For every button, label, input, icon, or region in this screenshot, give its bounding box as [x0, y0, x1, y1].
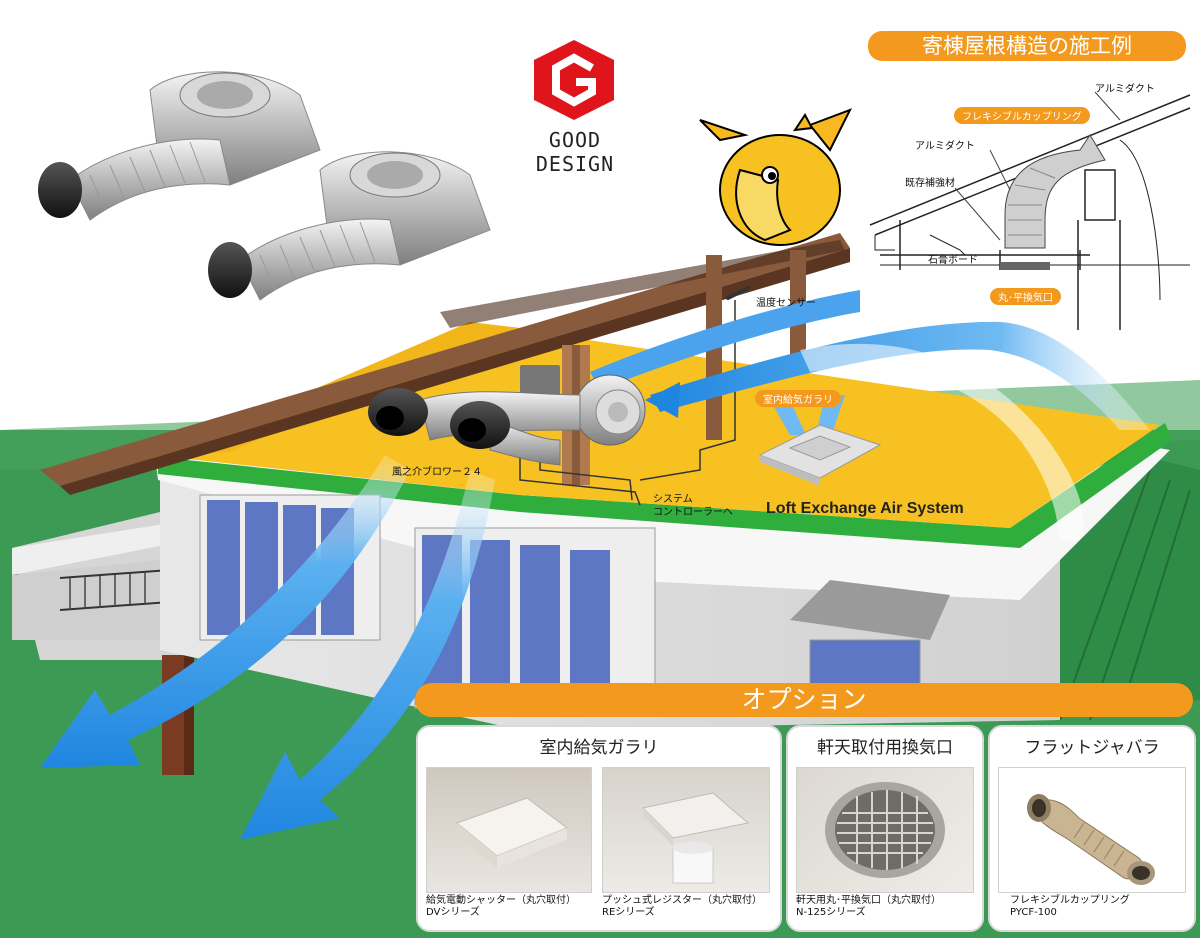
good-design-logo: GOOD DESIGN — [520, 128, 630, 176]
label-alumi-duct-top: アルミダクト — [1095, 84, 1155, 95]
caption-re-line-1: プッシュ式レジスター（丸穴取付） — [602, 895, 762, 906]
caption-re-line-2: REシリーズ — [602, 907, 655, 918]
option-card-flat-bellows: フラットジャバラ フレキシブルカップリング PYCF-100 — [988, 725, 1196, 932]
caption-dv-line-2: DVシリーズ — [426, 907, 480, 918]
label-vent-port: 丸･平換気口 — [990, 288, 1061, 305]
option-card-indoor-gallery: 室内給気ガラリ 給気電動シャッター（丸穴取付） DVシリーズ プッシュ式レジスタ… — [416, 725, 782, 932]
caption-pycf-line-2: PYCF-100 — [1010, 907, 1057, 918]
caption-dv: 給気電動シャッター（丸穴取付） DVシリーズ — [426, 895, 576, 919]
system-name: Loft Exchange Air System — [766, 500, 964, 517]
caption-dv-line-1: 給気電動シャッター（丸穴取付） — [426, 895, 576, 906]
logo-line-2: DESIGN — [535, 152, 615, 176]
header-title: 寄棟屋根構造の施工例 — [868, 31, 1186, 61]
label-existing-reinforcement: 既存補強材 — [905, 178, 955, 189]
label-system-line-2: コントローラーへ — [653, 507, 733, 518]
logo-line-1: GOOD — [548, 128, 602, 152]
option-card-eaves-vent: 軒天取付用換気口 軒天用丸･平換気口（丸穴取付） N-125シリーズ — [786, 725, 984, 932]
label-system-controller: システム コントローラーへ — [653, 493, 733, 519]
caption-pycf-line-1: フレキシブルカップリング — [1010, 895, 1130, 906]
product-photo-dv — [426, 767, 592, 893]
caption-n125: 軒天用丸･平換気口（丸穴取付） N-125シリーズ — [796, 895, 941, 919]
label-temp-sensor: 温度センサー — [756, 298, 816, 309]
product-photo-n125 — [796, 767, 974, 893]
label-alumi-duct-left: アルミダクト — [915, 141, 975, 152]
product-photo-pycf — [998, 767, 1186, 893]
options-title: オプション — [415, 683, 1193, 717]
caption-pycf: フレキシブルカップリング PYCF-100 — [1010, 895, 1130, 919]
caption-n125-line-2: N-125シリーズ — [796, 907, 866, 918]
product-photo-re — [602, 767, 770, 893]
label-indoor-gallery: 室内給気ガラリ — [755, 390, 841, 407]
option-card-title: 軒天取付用換気口 — [817, 738, 953, 758]
label-blower: 風之介ブロワー２４ — [392, 467, 482, 478]
option-card-title: フラットジャバラ — [1024, 738, 1160, 758]
caption-n125-line-1: 軒天用丸･平換気口（丸穴取付） — [796, 895, 941, 906]
label-gypsum-board: 石膏ボード — [928, 255, 978, 266]
label-system-line-1: システム — [653, 494, 693, 505]
option-card-title: 室内給気ガラリ — [539, 738, 659, 758]
caption-re: プッシュ式レジスター（丸穴取付） REシリーズ — [602, 895, 762, 919]
label-flexible-coupling: フレキシブルカップリング — [954, 107, 1090, 124]
